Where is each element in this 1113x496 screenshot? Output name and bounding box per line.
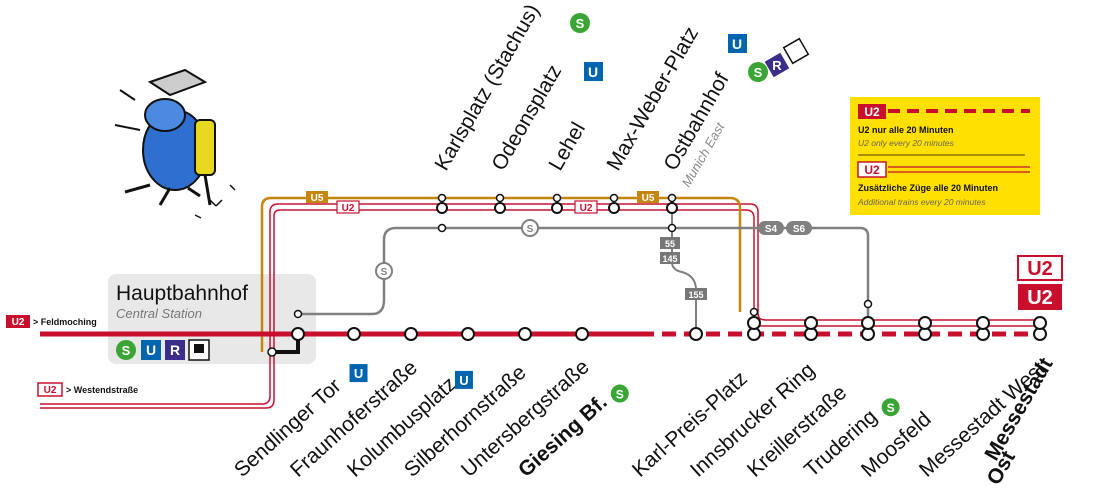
bus-tag-55 xyxy=(660,237,680,249)
u5-tag-left xyxy=(306,191,328,203)
legend-line2-de: Zusätzliche Züge alle 20 Minuten xyxy=(858,183,998,193)
u2-tag-top-left xyxy=(336,200,360,214)
u5-line xyxy=(260,196,742,352)
svg-text:U: U xyxy=(354,366,363,381)
branch-feldmoching-label: > Feldmoching xyxy=(33,317,97,327)
station-marker-upper xyxy=(804,316,818,330)
u5-tag-right xyxy=(637,191,659,203)
ant-mascot-icon xyxy=(114,68,236,219)
svg-text:Karlsplatz (Stachus): Karlsplatz (Stachus) xyxy=(430,0,544,174)
legend-line2-en: Additional trains every 20 minutes xyxy=(857,197,986,207)
station-marker xyxy=(291,327,305,341)
svg-text:R: R xyxy=(772,58,782,73)
svg-text:155: 155 xyxy=(688,290,703,300)
s-tag-left xyxy=(375,262,393,280)
station-marker xyxy=(347,327,361,341)
bus-tag-155 xyxy=(685,288,707,300)
svg-text:U2: U2 xyxy=(864,105,880,119)
ubahn-icon xyxy=(141,340,161,360)
hub-subtitle: Central Station xyxy=(116,306,202,321)
u2-tag-top-mid xyxy=(574,200,598,214)
svg-text:S: S xyxy=(122,343,131,358)
station-marker-upper xyxy=(976,316,990,330)
svg-text:U5: U5 xyxy=(642,193,655,204)
svg-text:S: S xyxy=(527,224,534,235)
top-station-markers xyxy=(267,193,873,357)
station-marker xyxy=(404,327,418,341)
bottom-stations: Sendlinger TorUFraunhoferstraßeKolumbusp… xyxy=(230,316,1058,489)
bottom-station-label: Kreillerstraße xyxy=(743,381,851,482)
svg-text:U2: U2 xyxy=(12,317,25,328)
svg-text:U2: U2 xyxy=(1027,287,1053,309)
legend: U2 U2 nur alle 20 Minuten U2 only every … xyxy=(850,97,1040,215)
svg-text:S: S xyxy=(381,267,388,278)
branch-westend-label: > Westendstraße xyxy=(66,385,138,395)
svg-text:U: U xyxy=(146,342,156,358)
legend-badge-1 xyxy=(858,104,886,119)
u2-extra-line-a xyxy=(40,203,1040,405)
svg-text:S6: S6 xyxy=(793,224,806,235)
sbahn-icon xyxy=(116,340,136,360)
ubahn-icon xyxy=(349,364,368,383)
svg-text:U2: U2 xyxy=(580,203,593,214)
branch-feldmoching-badge xyxy=(6,315,30,328)
station-marker xyxy=(689,327,703,341)
bus-line xyxy=(671,210,697,334)
legend-line1-de: U2 nur alle 20 Minuten xyxy=(858,125,954,135)
top-station-lehel: Lehel xyxy=(544,118,590,174)
station-marker xyxy=(518,327,532,341)
svg-text:U2: U2 xyxy=(342,203,355,214)
svg-text:S: S xyxy=(576,16,585,31)
svg-text:U2: U2 xyxy=(864,163,880,177)
sbahn-icon xyxy=(881,398,900,417)
svg-text:S: S xyxy=(887,401,895,415)
svg-text:S4: S4 xyxy=(765,224,778,235)
svg-text:R: R xyxy=(170,342,180,358)
svg-text:S: S xyxy=(616,388,624,402)
svg-text:Lehel: Lehel xyxy=(544,118,590,174)
sbahn-icon xyxy=(748,62,768,82)
right-badge-u2 xyxy=(1018,284,1062,310)
station-marker xyxy=(575,327,589,341)
ubahn-icon xyxy=(454,370,473,389)
sbahn-line xyxy=(298,226,870,325)
s6-tag xyxy=(786,221,812,235)
station-marker-upper xyxy=(861,316,875,330)
legend-line1-en: U2 only every 20 minutes xyxy=(858,138,955,148)
ubahn-icon xyxy=(728,34,747,53)
legend-badge-2 xyxy=(857,161,887,178)
branch-westend-badge xyxy=(37,382,63,397)
svg-text:U5: U5 xyxy=(311,193,324,204)
svg-text:U: U xyxy=(588,64,598,80)
svg-text:S: S xyxy=(754,65,763,80)
sbahn-icon xyxy=(570,13,590,33)
hub-title: Hauptbahnhof xyxy=(116,282,248,305)
station-marker-upper xyxy=(918,316,932,330)
station-marker-upper xyxy=(747,316,761,330)
right-badge-u2-extra xyxy=(1017,255,1063,281)
svg-text:U: U xyxy=(732,36,742,52)
s-tag-mid xyxy=(521,219,539,237)
svg-text:55: 55 xyxy=(665,239,675,249)
regional-icon xyxy=(764,52,790,78)
ubahn-icon xyxy=(584,62,603,81)
s4-tag xyxy=(758,221,784,235)
train-icon xyxy=(782,37,810,65)
svg-text:U: U xyxy=(459,373,468,388)
svg-text:145: 145 xyxy=(662,254,677,264)
sbahn-icon xyxy=(610,384,629,403)
hub-icons: S U R xyxy=(116,339,210,361)
station-marker xyxy=(461,327,475,341)
bus-tag-145 xyxy=(660,252,680,264)
svg-text:U2: U2 xyxy=(44,385,57,396)
station-marker-upper xyxy=(1033,316,1047,330)
regional-icon xyxy=(165,340,185,360)
svg-text:U2: U2 xyxy=(1027,258,1053,280)
